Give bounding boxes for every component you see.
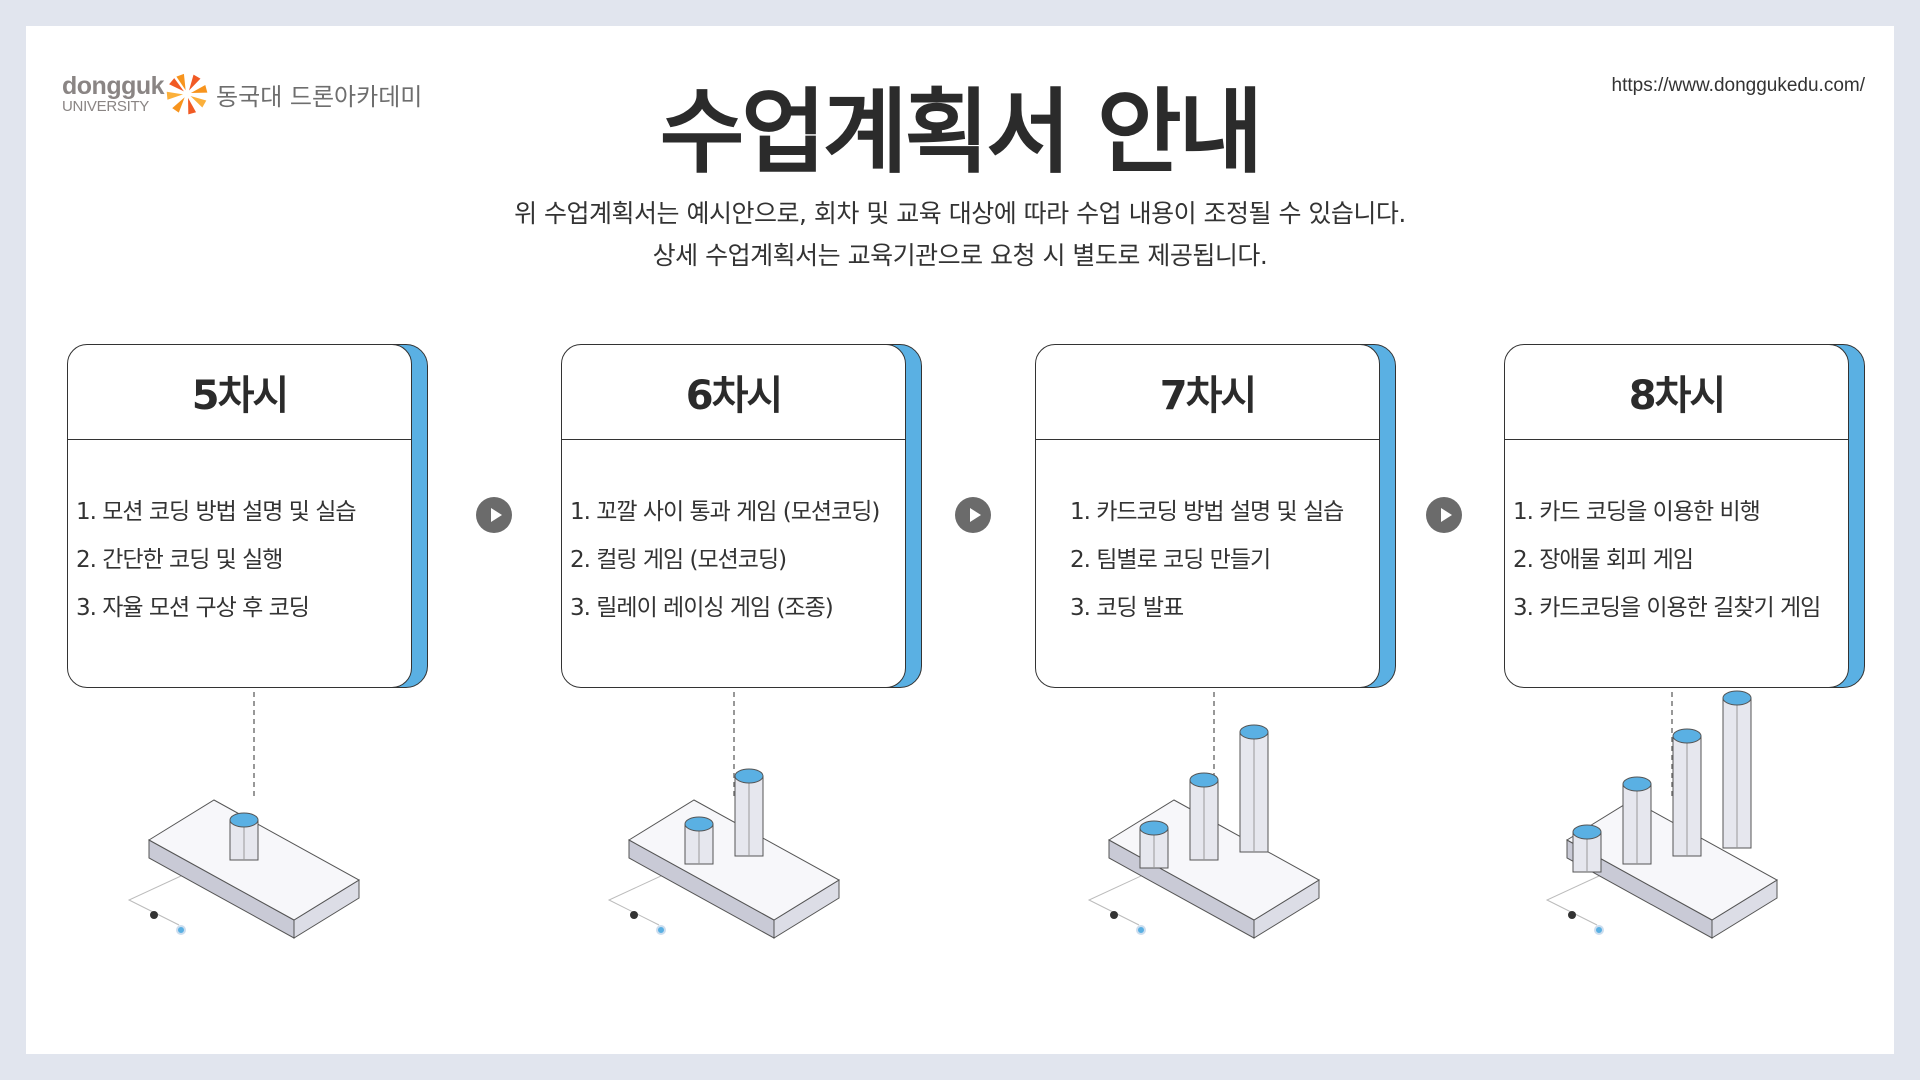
pillar-cap [1189, 772, 1219, 788]
circuit-line [1545, 869, 1613, 926]
circuit-line [607, 869, 675, 926]
circuit-line [127, 869, 195, 926]
subtitle-line-1: 위 수업계획서는 예시안으로, 회차 및 교육 대상에 따라 수업 내용이 조정… [514, 199, 1406, 228]
logo-text-en: dongguk [62, 72, 165, 100]
session-item: 2. 간단한 코딩 및 실행 [76, 547, 283, 573]
session-item: 2. 컬링 게임 (모션코딩) [570, 547, 787, 573]
circuit-dot [176, 925, 186, 935]
session-item: 2. 장애물 회피 게임 [1513, 547, 1694, 573]
session-title: 5차시 [68, 345, 411, 440]
session-item: 3. 릴레이 레이싱 게임 (조종) [570, 595, 834, 621]
pillar-cap [684, 816, 714, 832]
session-items: 1. 카드 코딩을 이용한 비행 2. 장애물 회피 게임 3. 카드코딩을 이… [1505, 440, 1848, 632]
logo: dongguk UNIVERSITY 동국대 드론아카데미 [62, 72, 422, 116]
session-item: 3. 코딩 발표 [1070, 595, 1184, 621]
pillar-cap [1239, 724, 1269, 740]
session-item: 1. 모션 코딩 방법 설명 및 실습 [76, 499, 357, 525]
session-card-6: 6차시 1. 꼬깔 사이 통과 게임 (모션코딩) 2. 컬링 게임 (모션코딩… [561, 344, 922, 688]
website-url[interactable]: https://www.donggukedu.com/ [1611, 75, 1865, 96]
session-title: 6차시 [562, 345, 905, 440]
logo-emblem-icon [166, 73, 208, 115]
session-item: 2. 팀별로 코딩 만들기 [1070, 547, 1271, 573]
pillar-cap [1139, 820, 1169, 836]
logo-text-university: UNIVERSITY [62, 98, 150, 115]
session-item: 1. 카드 코딩을 이용한 비행 [1513, 499, 1761, 525]
session-title: 8차시 [1505, 345, 1848, 440]
session-card-5: 5차시 1. 모션 코딩 방법 설명 및 실습 2. 간단한 코딩 및 실행 3… [67, 344, 428, 688]
circuit-dot [1594, 925, 1604, 935]
pillar-cap [1722, 690, 1752, 706]
session-item: 1. 꼬깔 사이 통과 게임 (모션코딩) [570, 499, 880, 525]
session-item: 3. 자율 모션 구상 후 코딩 [76, 595, 310, 621]
pillar-cap [1672, 728, 1702, 744]
pillar-cap [1572, 824, 1602, 840]
pillar-cap [734, 768, 764, 784]
circuit-dot [150, 911, 158, 919]
page-title: 수업계획서 안내 [659, 79, 1264, 186]
circuit-dot [656, 925, 666, 935]
subtitle-line-2: 상세 수업계획서는 교육기관으로 요청 시 별도로 제공됩니다. [652, 241, 1268, 270]
session-card-7: 7차시 1. 카드코딩 방법 설명 및 실습 2. 팀별로 코딩 만들기 3. … [1035, 344, 1396, 688]
circuit-dot [1110, 911, 1118, 919]
pillar-cap [1622, 776, 1652, 792]
session-items: 1. 모션 코딩 방법 설명 및 실습 2. 간단한 코딩 및 실행 3. 자율… [68, 440, 411, 632]
play-arrow-icon [955, 497, 991, 533]
session-items: 1. 카드코딩 방법 설명 및 실습 2. 팀별로 코딩 만들기 3. 코딩 발… [1036, 440, 1379, 632]
logo-text-ko: 동국대 드론아카데미 [216, 82, 423, 111]
circuit-dot [630, 911, 638, 919]
session-items: 1. 꼬깔 사이 통과 게임 (모션코딩) 2. 컬링 게임 (모션코딩) 3.… [562, 440, 905, 632]
play-arrow-icon [1426, 497, 1462, 533]
circuit-dot [1136, 925, 1146, 935]
session-item: 3. 카드코딩을 이용한 길찾기 게임 [1513, 595, 1821, 621]
session-item: 1. 카드코딩 방법 설명 및 실습 [1070, 499, 1344, 525]
platform-top [628, 799, 840, 921]
play-arrow-icon [476, 497, 512, 533]
circuit-line [1087, 869, 1155, 926]
session-card-8: 8차시 1. 카드 코딩을 이용한 비행 2. 장애물 회피 게임 3. 카드코… [1504, 344, 1865, 688]
pillar-cap [229, 812, 259, 828]
platform-top [1566, 799, 1778, 921]
session-title: 7차시 [1036, 345, 1379, 440]
circuit-dot [1568, 911, 1576, 919]
